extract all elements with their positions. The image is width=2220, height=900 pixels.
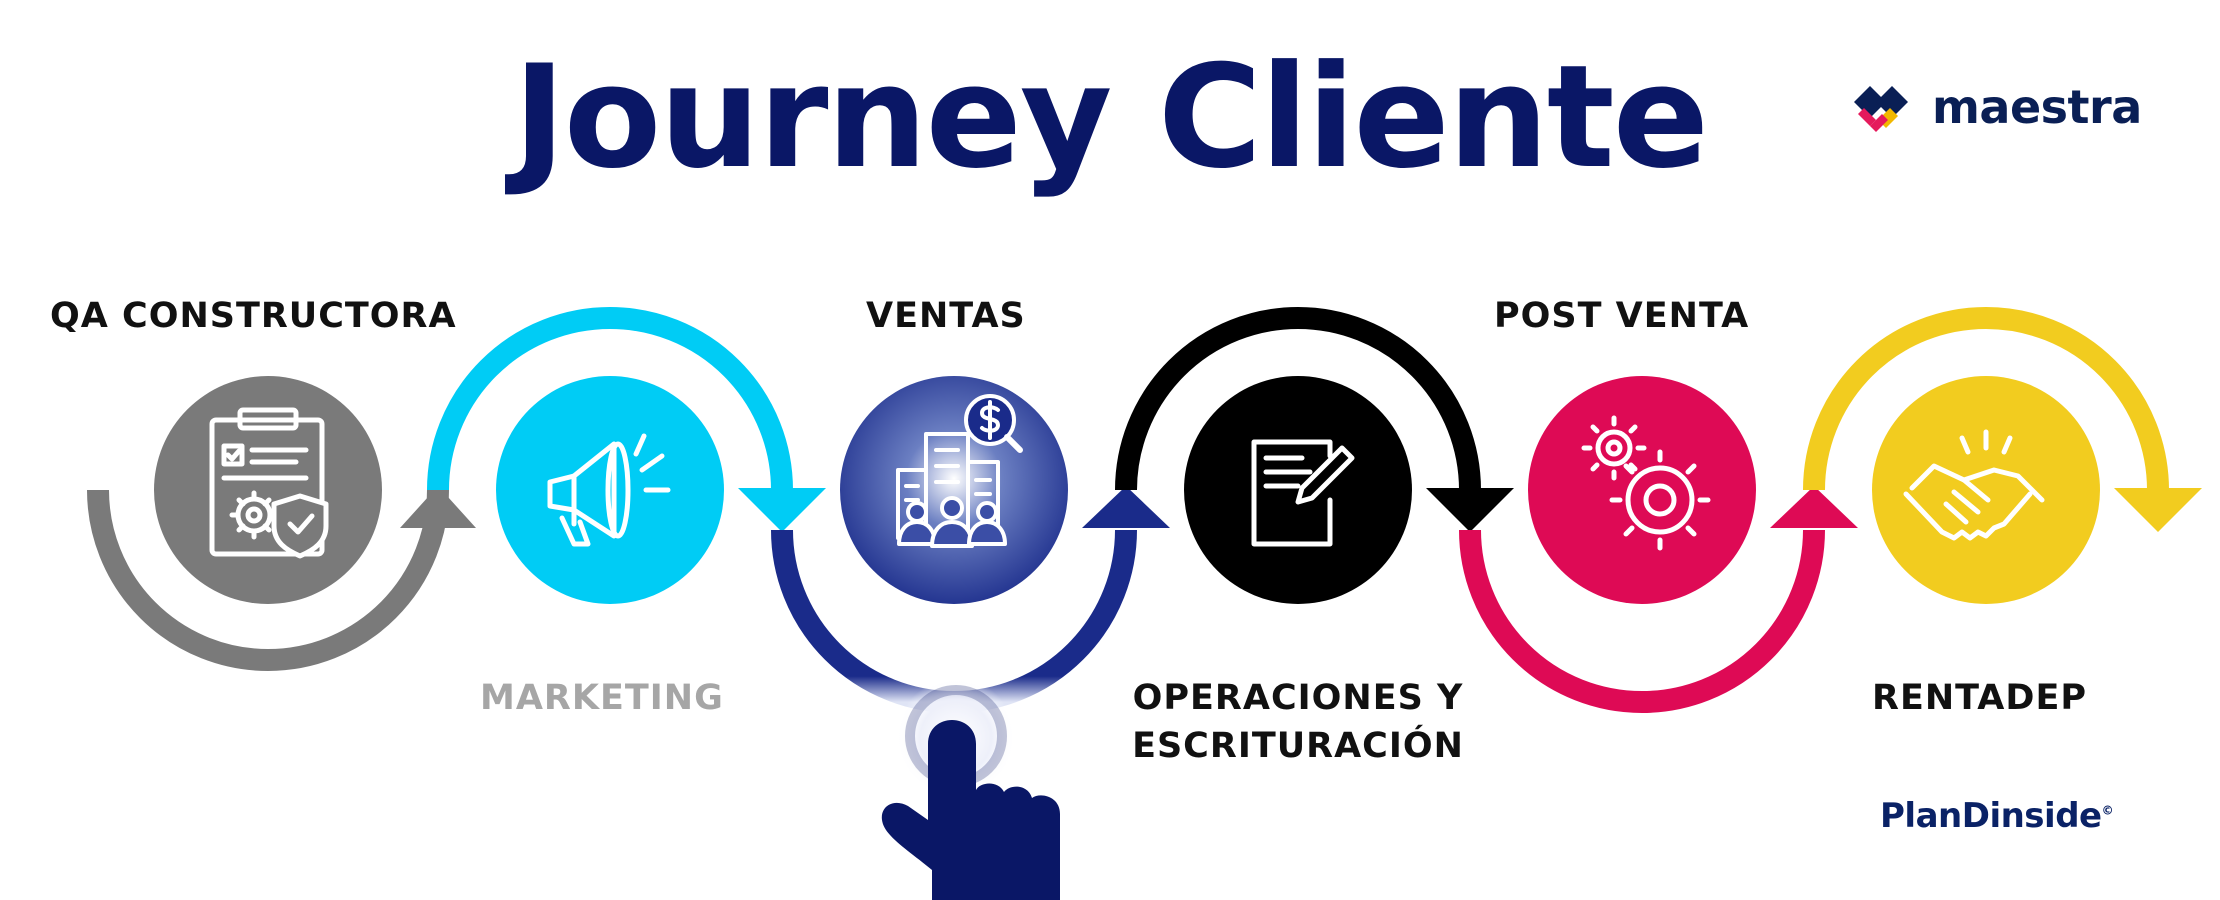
stage-circle-operaciones (1184, 376, 1412, 604)
hand-pointer-icon (881, 678, 1060, 900)
arc-operaciones (1115, 307, 1514, 532)
gears-icon (1581, 415, 1711, 551)
document-pencil-icon (1251, 439, 1355, 547)
page-title: Journey Cliente (512, 35, 1709, 200)
stage-circle-post-venta (1528, 376, 1756, 604)
stage-label-marketing: MARKETING (480, 678, 724, 718)
stage-label-operaciones-line-1: OPERACIONES Y (1132, 678, 1464, 718)
stage-circle-ventas (840, 376, 1068, 604)
stage-label-rentadep: RENTADEP (1872, 678, 2088, 718)
stage-label-operaciones-line-2: ESCRITURACIÓN (1132, 726, 1464, 766)
maestra-logo-mark-icon (1854, 86, 1908, 132)
arc-post-venta (1459, 486, 1858, 713)
arc-marketing (427, 307, 826, 532)
planinside-logo-mark: © (2101, 803, 2114, 818)
stage-label-qa-constructora: QA CONSTRUCTORA (50, 296, 457, 336)
planinside-logo-text: PlanDinside (1880, 796, 2102, 836)
planinside-logo: PlanDinside© (1880, 796, 2114, 836)
arc-rentadep (1803, 307, 2202, 532)
handshake-icon (1903, 429, 2045, 541)
stage-label-post-venta: POST VENTA (1494, 296, 1750, 336)
arc-qa-constructora (87, 486, 476, 671)
maestra-logo-text: maestra (1932, 80, 2142, 134)
stage-label-ventas: VENTAS (866, 296, 1026, 336)
stage-circle-rentadep (1872, 376, 2100, 604)
megaphone-icon (547, 433, 671, 547)
stage-label-operaciones: OPERACIONES Y ESCRITURACIÓN (1098, 674, 1498, 770)
maestra-logo: maestra (1850, 78, 2150, 142)
buildings-people-dollar-icon (896, 394, 1023, 548)
clipboard-gear-shield-icon (209, 407, 329, 559)
